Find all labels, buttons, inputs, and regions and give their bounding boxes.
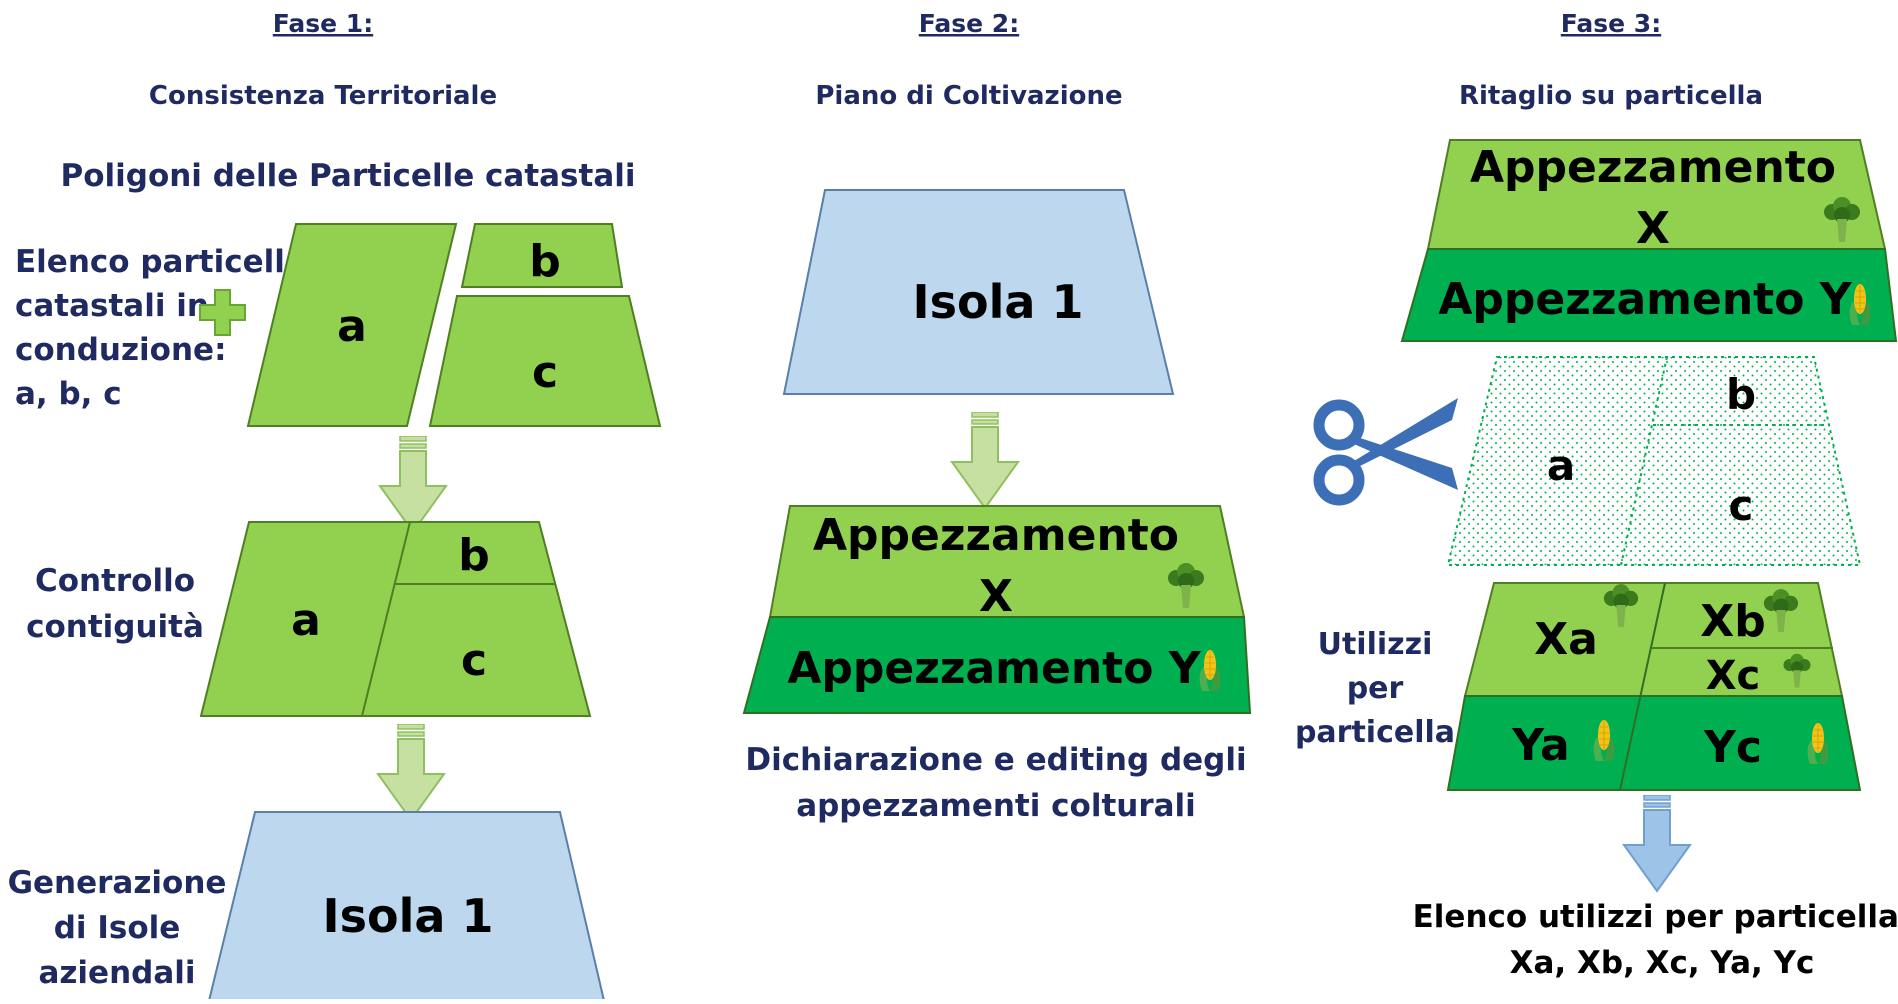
scissors-icon bbox=[1313, 398, 1458, 506]
merged-c-label: c bbox=[461, 635, 487, 686]
list-label-line-3: conduzione: bbox=[15, 332, 226, 368]
contiguity-label: Controllo contiguità bbox=[26, 563, 204, 645]
phase-2-header: Fase 2: bbox=[919, 9, 1019, 38]
island-shape bbox=[782, 189, 1175, 395]
plus-icon bbox=[199, 289, 246, 336]
result-grid: Xa Xb Xc Ya Yc bbox=[1446, 582, 1862, 791]
down-arrow-icon bbox=[950, 412, 1020, 510]
merged-parcels: a b c bbox=[199, 521, 592, 717]
list-label-line-1: Elenco particelle bbox=[15, 244, 306, 280]
caption-line-1: Dichiarazione e editing degli bbox=[745, 742, 1246, 778]
islands-line-3: aziendali bbox=[38, 955, 195, 991]
cut-outline bbox=[1446, 356, 1862, 566]
merged-b-label: b bbox=[458, 530, 490, 581]
parcel-a bbox=[246, 223, 458, 427]
parcel-b bbox=[460, 223, 624, 288]
islands-label: Generazione di Isole aziendali bbox=[8, 865, 227, 991]
down-arrow-icon bbox=[377, 724, 445, 821]
plots: Appezzamento X Appezzamento Y bbox=[742, 505, 1252, 714]
cut-b-label: b bbox=[1726, 370, 1756, 419]
final-caption-line-2: Xa, Xb, Xc, Ya, Yc bbox=[1510, 945, 1815, 981]
phase-1-header: Fase 1: bbox=[273, 9, 373, 38]
phase-1: Fase 1: Consistenza Territoriale Poligon… bbox=[8, 9, 662, 1004]
final-caption-line-1: Elenco utilizzi per particella: bbox=[1413, 899, 1898, 935]
down-arrow-icon bbox=[1622, 795, 1692, 893]
plot-x-label-line-1: Appezzamento bbox=[813, 510, 1179, 561]
list-label-line-4: a, b, c bbox=[15, 376, 122, 412]
usage-line-1: Utilizzi bbox=[1318, 627, 1433, 662]
phase-2-subtitle: Piano di Coltivazione bbox=[815, 81, 1122, 111]
polygons-title: Poligoni delle Particelle catastali bbox=[60, 158, 635, 194]
plot-x-label-line-1: Appezzamento bbox=[1470, 142, 1836, 193]
phase-3-header: Fase 3: bbox=[1561, 9, 1661, 38]
usage-label: Utilizzi per particella bbox=[1295, 627, 1455, 750]
cut-a-label: a bbox=[1547, 441, 1575, 490]
result-xc-label: Xc bbox=[1706, 653, 1761, 699]
plot-y-label: Appezzamento Y bbox=[1438, 274, 1852, 325]
plots: Appezzamento X Appezzamento Y bbox=[1400, 139, 1898, 342]
contiguity-line-2: contiguità bbox=[26, 609, 204, 645]
plot-y-label: Appezzamento Y bbox=[787, 643, 1201, 694]
plot-y-shape bbox=[742, 616, 1252, 714]
plot-x-label-line-2: X bbox=[1636, 203, 1670, 254]
contiguity-line-1: Controllo bbox=[35, 563, 195, 599]
plot-x-label-line-2: X bbox=[979, 571, 1013, 622]
island-shape bbox=[207, 811, 606, 1004]
parcel-c bbox=[428, 295, 662, 427]
parcel-b-label: b bbox=[529, 236, 561, 287]
phase-2: Fase 2: Piano di Coltivazione Isola 1 Ap… bbox=[742, 9, 1252, 824]
island-label: Isola 1 bbox=[913, 275, 1084, 329]
parcel-a-label: a bbox=[337, 301, 367, 352]
islands-line-2: di Isole bbox=[54, 910, 181, 946]
result-ya-label: Ya bbox=[1511, 720, 1570, 771]
parcel-polygons: a b c bbox=[246, 223, 662, 427]
usage-line-3: particella bbox=[1295, 715, 1455, 750]
plot-y-shape bbox=[1400, 248, 1898, 342]
list-label-line-2: catastali in bbox=[15, 288, 209, 324]
phase-1-subtitle: Consistenza Territoriale bbox=[149, 81, 497, 111]
phase-3: Fase 3: Ritaglio su particella Appezzame… bbox=[1295, 9, 1898, 981]
cut-c-label: c bbox=[1729, 481, 1754, 530]
result-bottom bbox=[1446, 695, 1862, 791]
result-xa-label: Xa bbox=[1534, 614, 1598, 665]
parcel-c-label: c bbox=[532, 347, 558, 398]
usage-line-2: per bbox=[1347, 671, 1404, 706]
merged-outline bbox=[199, 521, 592, 717]
island-label: Isola 1 bbox=[323, 889, 494, 943]
result-yc-label: Yc bbox=[1703, 722, 1762, 773]
islands-line-1: Generazione bbox=[8, 865, 227, 901]
down-arrow-icon bbox=[379, 436, 447, 533]
caption-line-2: appezzamenti colturali bbox=[796, 788, 1196, 824]
phase-3-subtitle: Ritaglio su particella bbox=[1459, 81, 1763, 111]
merged-a-label: a bbox=[291, 595, 321, 646]
cut-grid: a b c bbox=[1446, 356, 1862, 566]
parcel-list-label: Elenco particelle catastali in conduzion… bbox=[15, 244, 306, 412]
result-xb-label: Xb bbox=[1700, 596, 1765, 647]
